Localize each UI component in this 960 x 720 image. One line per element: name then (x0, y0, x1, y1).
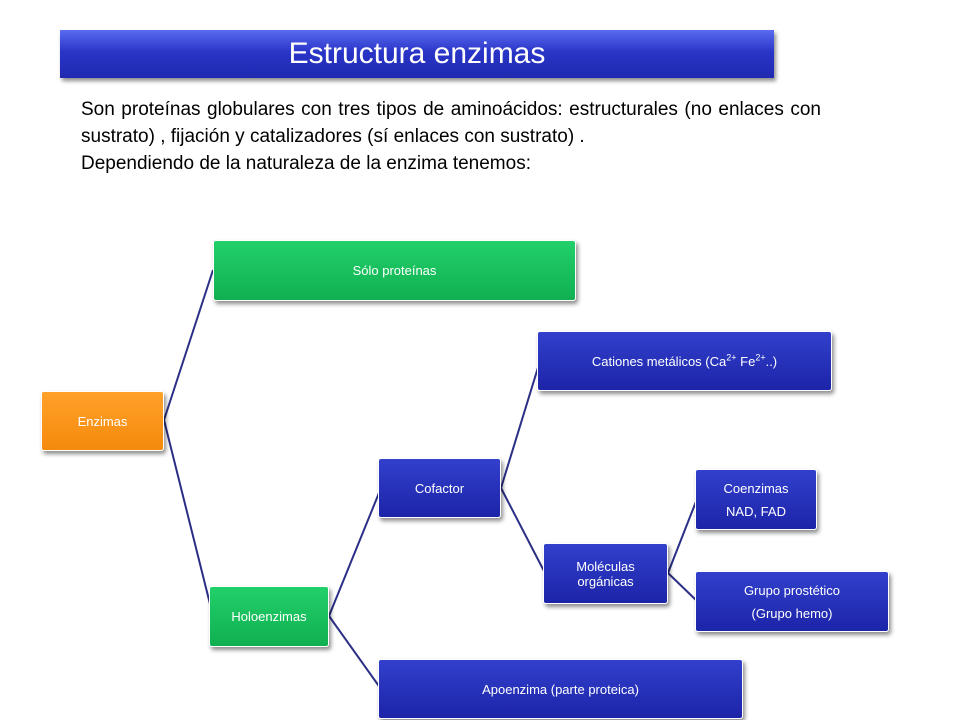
node-moleculas-label: Moléculas orgánicas (576, 558, 635, 589)
node-holoenzimas-label: Holoenzimas (231, 609, 307, 624)
slide-title: Estructura enzimas (60, 30, 774, 78)
node-enzimas: Enzimas (41, 391, 164, 451)
node-enzimas-label: Enzimas (77, 413, 128, 429)
node-cationes-metalicos: Cationes metálicos (Ca2+ Fe2+..) (537, 331, 832, 391)
node-cofactor-label: Cofactor (414, 480, 465, 496)
intro-paragraph-2: Dependiendo de la naturaleza de la enzim… (81, 153, 531, 174)
node-grupo-prostetico: Grupo prostético (Grupo hemo) (695, 571, 889, 632)
slide-title-text: Estructura enzimas (288, 37, 546, 70)
node-moleculas-organicas: Moléculas orgánicas (543, 543, 668, 604)
intro-text: Son proteínas globulares con tres tipos … (81, 96, 821, 177)
node-apoenzima: Apoenzima (parte proteica) (378, 659, 743, 719)
node-holoenzimas: Holoenzimas (209, 586, 329, 647)
node-grupo-prostetico-example: (Grupo hemo) (751, 605, 833, 621)
node-solo-proteinas: Sólo proteínas (213, 240, 576, 301)
connector-cofactor-moleculas (500, 487, 546, 574)
node-cofactor: Cofactor (378, 458, 501, 518)
connector-cofactor-cationes (500, 360, 541, 489)
intro-paragraph-1: Son proteínas globulares con tres tipos … (81, 99, 821, 147)
node-solo-proteinas-label: Sólo proteínas (352, 263, 437, 278)
node-coenzimas-examples: NAD, FAD (726, 503, 786, 519)
connector-enzimas-holo (163, 419, 214, 617)
node-cationes-label: Cationes metálicos (Ca2+ Fe2+..) (591, 352, 778, 369)
node-coenzimas: Coenzimas NAD, FAD (695, 469, 817, 530)
node-apoenzima-label: Apoenzima (parte proteica) (482, 681, 639, 697)
connector-enzimas-solo (163, 269, 214, 421)
connector-holo-apoenzima (328, 615, 382, 690)
node-grupo-prostetico-label: Grupo prostético (743, 582, 841, 598)
connector-holo-cofactor (328, 487, 382, 617)
connector-moleculas-grupo (667, 572, 698, 602)
node-coenzimas-label: Coenzimas (723, 480, 789, 496)
connector-moleculas-coenzimas (667, 498, 698, 574)
